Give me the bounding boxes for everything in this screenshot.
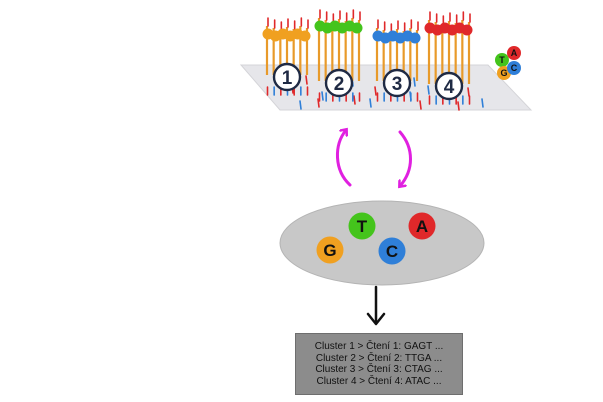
legend-base-letter: T [499,55,505,65]
strand-fragment [419,100,422,110]
cluster-2: 2 [314,9,363,102]
base-letter: T [357,217,368,236]
strand-fragment [321,91,324,101]
legend-base-letter: A [511,48,518,58]
read-output-box: Cluster 1 > Čtení 1: GAGT ... Cluster 2 … [295,333,463,395]
nucleotide-bead [351,22,363,34]
base-circle [348,212,376,240]
nucleotide-bead [461,24,473,36]
cluster-badge [272,62,302,92]
strand-fragment [374,86,377,96]
base-c: C [378,237,406,265]
base-letter: A [416,217,428,236]
base-letter: G [323,241,336,260]
strand-fragment [353,95,356,105]
legend-base-c: C [507,61,521,75]
base-circle [408,212,436,240]
output-arrow [366,285,386,326]
legend-base-a: A [507,46,521,60]
nucleotide-bead [299,30,311,42]
imaging-bases: T A G C [316,212,436,265]
strand-fragment [369,98,372,108]
cluster-number: 3 [392,74,403,95]
strand-fragment [317,98,320,108]
cluster-3: 3 [372,19,421,102]
cluster-number: 2 [334,74,345,95]
legend-base-letter: G [500,68,507,78]
cluster-badge [434,71,464,101]
cycle-arrow-down [400,130,412,186]
cluster-badge [324,68,354,98]
base-t: T [348,212,376,240]
read-line-2: Cluster 2 > Čtení 2: TTGA ... [315,352,443,364]
cluster-number: 1 [282,68,293,89]
cluster-1: 1 [262,17,311,96]
cluster-number: 4 [444,77,455,98]
strand-fragment [305,75,308,85]
legend-base-t: T [495,53,509,67]
legend-base-circle [495,53,509,67]
read-line-1: Cluster 1 > Čtení 1: GAGT ... [314,341,444,352]
base-a: A [408,212,436,240]
cluster-4: 4 [424,11,473,105]
base-g: G [316,236,344,264]
legend-base-circle [507,61,521,75]
strand-fragment [413,77,416,87]
base-letter: C [386,242,398,261]
strand-fragment [467,87,470,97]
read-line-4: Cluster 4 > Čtení 4: ATAC ... [316,375,442,387]
cycle-arrow-up [335,130,352,187]
legend-base-circle [507,46,521,60]
cluster-badge [382,68,412,98]
strand-fragment [427,85,430,95]
base-circle [378,237,406,265]
strand-fragment [481,98,484,108]
strand-fragment [457,101,460,111]
clusters-layer: 1 2 3 4 [262,9,473,105]
nucleotide-bead [409,32,421,44]
strand-fragment [299,100,302,110]
legend-base-letter: C [511,63,518,73]
read-line-3: Cluster 3 > Čtení 3: CTAG ... [315,364,443,375]
base-circle [316,236,344,264]
